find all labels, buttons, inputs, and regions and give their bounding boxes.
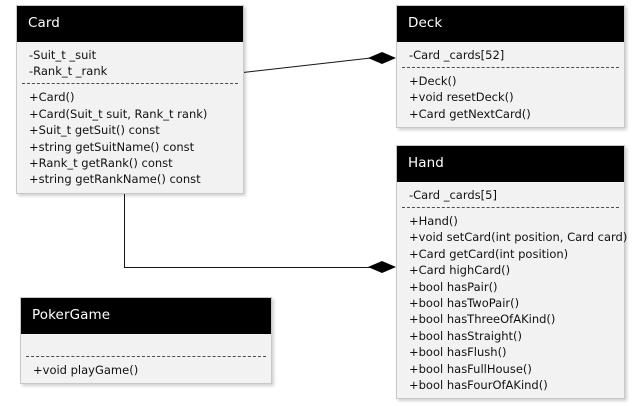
section-separator (22, 83, 238, 85)
method-row: +bool hasFullHouse() (409, 361, 532, 376)
class-box-pokergame[interactable]: PokerGame +void playGame() (20, 297, 272, 384)
method-row: +string getRankName() const (29, 172, 201, 187)
method-row: +Card getNextCard() (409, 106, 531, 121)
method-row: +Hand() (409, 213, 458, 228)
method-row: +void playGame() (33, 362, 139, 377)
class-methods-deck: +Deck() +void resetDeck() +Card getNextC… (397, 69, 624, 127)
class-box-hand[interactable]: Hand -Card _cards[5] +Hand() +void setCa… (396, 145, 628, 400)
class-attributes-pokergame (21, 334, 271, 354)
section-separator (26, 355, 266, 357)
method-row: +bool hasPair() (409, 279, 498, 294)
empty-attributes-placeholder (21, 339, 271, 352)
section-separator (402, 206, 619, 208)
attribute-row: -Suit_t _suit (29, 47, 97, 62)
class-attributes-hand: -Card _cards[5] (397, 182, 624, 205)
composition-diamond-deck (368, 52, 396, 64)
method-row: +Rank_t getRank() const (29, 155, 173, 170)
class-box-card[interactable]: Card -Suit_t _suit -Rank_t _rank +Card()… (16, 5, 244, 194)
class-attributes-card: -Suit_t _suit -Rank_t _rank (17, 42, 243, 82)
method-row: +Card() (29, 90, 75, 105)
method-row: +bool hasThreeOfAKind() (409, 312, 556, 327)
method-row: +Card getCard(int position) (409, 246, 569, 261)
attribute-row: -Card _cards[52] (409, 47, 505, 62)
class-name-deck: Deck (397, 6, 624, 42)
section-separator (402, 66, 619, 68)
class-name-card: Card (17, 6, 243, 42)
class-box-deck[interactable]: Deck -Card _cards[52] +Deck() +void rese… (396, 5, 625, 129)
association-card-hand-horizontal (124, 267, 372, 268)
method-row: +bool hasStraight() (409, 328, 523, 343)
attribute-row: -Card _cards[5] (409, 187, 497, 202)
class-methods-card: +Card() +Card(Suit_t suit, Rank_t rank) … (17, 85, 243, 192)
method-row: +string getSuitName() const (29, 139, 195, 154)
association-card-deck (243, 56, 376, 73)
association-card-hand-vertical (124, 183, 125, 268)
method-row: +Deck() (409, 73, 457, 88)
class-methods-pokergame: +void playGame() (21, 358, 271, 383)
class-attributes-deck: -Card _cards[52] (397, 42, 624, 65)
method-row: +Suit_t getSuit() const (29, 123, 160, 138)
class-name-hand: Hand (397, 146, 624, 182)
method-row: +void resetDeck() (409, 90, 514, 105)
method-row: +Card highCard() (409, 263, 511, 278)
class-name-pokergame: PokerGame (21, 298, 271, 334)
attribute-row: -Rank_t _rank (29, 63, 108, 78)
method-row: +Card(Suit_t suit, Rank_t rank) (29, 106, 208, 121)
class-methods-hand: +Hand() +void setCard(int position, Card… (397, 209, 628, 398)
composition-diamond-hand (368, 261, 396, 273)
method-row: +void setCard(int position, Card card) (409, 230, 628, 245)
method-row: +bool hasFlush() (409, 345, 507, 360)
method-row: +bool hasFourOfAKind() (409, 377, 548, 392)
method-row: +bool hasTwoPair() (409, 295, 520, 310)
